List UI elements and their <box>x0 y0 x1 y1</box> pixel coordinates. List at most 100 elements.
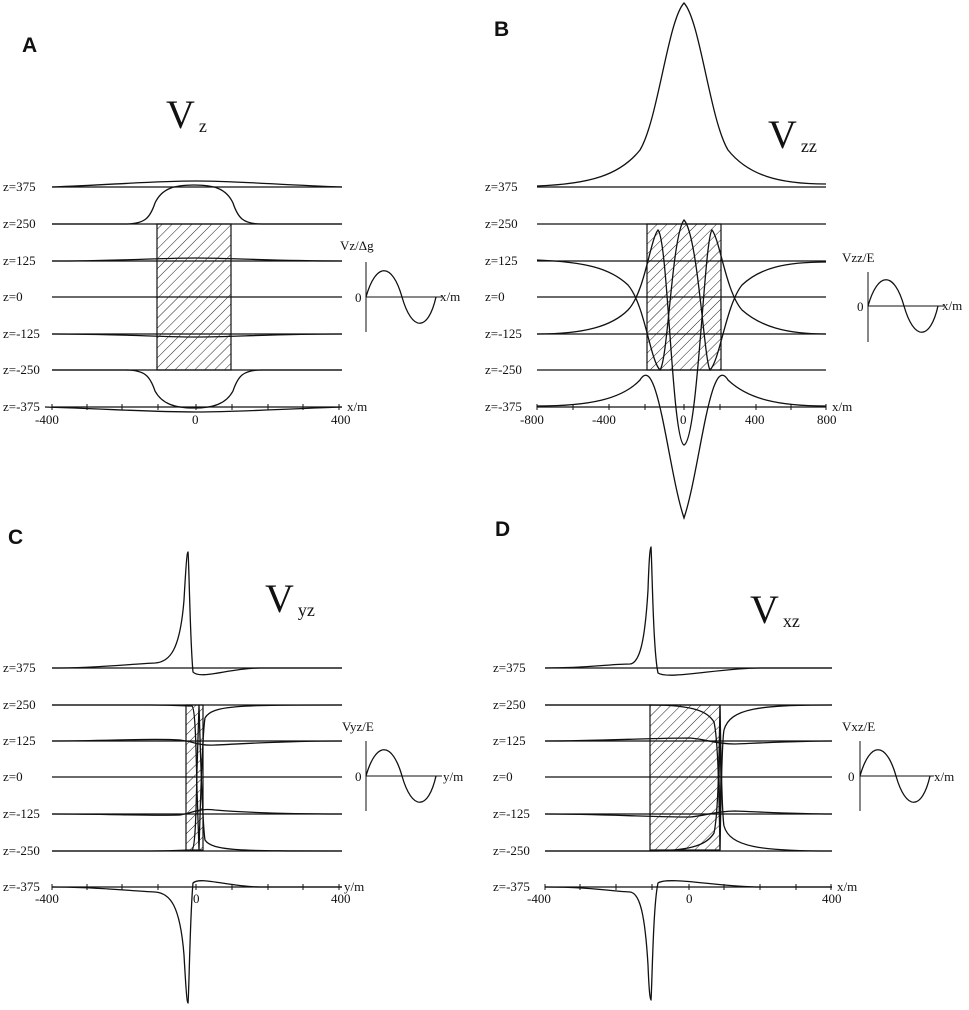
x-axis-b: -800 -400 0 400 800 x/m <box>520 399 852 427</box>
profile-z-125 <box>51 808 343 816</box>
x-axis-label: x/m <box>832 399 852 414</box>
x-axis-label: x/m <box>837 879 857 894</box>
x-tick-label: -400 <box>592 412 616 427</box>
x-tick-label: 400 <box>331 412 351 427</box>
inset-axis: x/m <box>942 298 962 313</box>
panel-title-a: V z <box>166 92 207 137</box>
panel-title-b: V zz <box>768 112 817 157</box>
inset-label: Vxz/E <box>842 719 875 734</box>
title-main-a: V <box>166 92 195 137</box>
level-label: z=-250 <box>493 843 530 858</box>
level-label: z=375 <box>3 179 36 194</box>
profiles-d <box>544 546 833 1001</box>
level-label: z=375 <box>3 660 36 675</box>
level-label: z=375 <box>493 660 526 675</box>
level-labels-a: z=375 z=250 z=125 z=0 z=-125 z=-250 z=-3… <box>3 179 40 414</box>
baselines-b <box>537 186 826 408</box>
title-sub-b: zz <box>801 136 817 156</box>
profile-z125 <box>51 257 343 262</box>
inset-zero: 0 <box>857 299 864 314</box>
level-label: z=-375 <box>493 879 530 894</box>
x-ticks-d <box>544 884 832 890</box>
x-tick-label: 0 <box>192 412 199 427</box>
x-tick-label: -400 <box>527 891 551 906</box>
profile-z125 <box>544 737 833 745</box>
panel-letter-c: C <box>8 526 23 549</box>
title-main-c: V <box>265 576 294 621</box>
x-ticks-b <box>536 404 827 410</box>
baselines-d <box>545 667 832 888</box>
profiles-b <box>536 2 827 521</box>
panel-a: A V z z=375 z=250 z=125 z=0 z=-125 z=-25… <box>3 34 460 427</box>
profile-z-125 <box>51 333 343 338</box>
level-labels-d: z=375 z=250 z=125 z=0 z=-125 z=-250 z=-3… <box>493 660 530 894</box>
x-tick-label: 0 <box>680 412 687 427</box>
profile-z375 <box>51 551 342 676</box>
panel-d: D V xz z=375 z=250 z=125 z=0 z=-125 z=-2… <box>493 518 954 1001</box>
x-tick-label: -800 <box>520 412 544 427</box>
inset-sine <box>867 279 939 333</box>
level-label: z=-375 <box>3 879 40 894</box>
level-label: z=-250 <box>3 362 40 377</box>
inset-c: Vyz/E 0 y/m <box>342 719 463 811</box>
level-label: z=-125 <box>3 326 40 341</box>
x-axis-label: y/m <box>344 879 364 894</box>
inset-label: Vz/Δg <box>340 238 374 253</box>
inset-axis: y/m <box>443 769 463 784</box>
inset-zero: 0 <box>355 769 362 784</box>
inset-axis: x/m <box>440 289 460 304</box>
x-axis-c: -400 0 400 y/m <box>35 879 364 906</box>
x-axis-label: x/m <box>347 399 367 414</box>
profiles-a <box>44 180 343 413</box>
profile-z-250 <box>545 704 833 852</box>
level-label: z=0 <box>3 769 23 784</box>
profile-z-250 <box>52 704 343 852</box>
level-label: z=125 <box>3 253 36 268</box>
level-label: z=-375 <box>485 399 522 414</box>
x-axis-a: -400 0 400 x/m <box>35 399 367 427</box>
profile-z125 <box>536 219 827 372</box>
profile-z250 <box>545 704 833 851</box>
title-sub-c: yz <box>298 600 315 620</box>
title-sub-d: xz <box>783 611 800 631</box>
level-label: z=-125 <box>493 806 530 821</box>
panel-letter-a: A <box>22 34 37 57</box>
profile-z-125 <box>544 810 833 818</box>
x-ticks-c <box>51 884 340 890</box>
inset-label: Vzz/E <box>842 250 875 265</box>
panel-b: B V zz z=375 z=250 z=125 z=0 z=-125 z=-2… <box>485 2 962 521</box>
inset-d: Vxz/E 0 x/m <box>842 719 954 811</box>
profile-z250 <box>52 704 343 851</box>
x-tick-label: 0 <box>193 891 200 906</box>
inset-axis: x/m <box>934 769 954 784</box>
level-label: z=-250 <box>3 843 40 858</box>
inset-label: Vyz/E <box>342 719 374 734</box>
level-label: z=250 <box>3 697 36 712</box>
title-main-d: V <box>750 587 779 632</box>
level-label: z=-125 <box>3 806 40 821</box>
level-label: z=0 <box>493 769 513 784</box>
panel-letter-d: D <box>495 518 510 541</box>
panel-letter-b: B <box>494 18 509 41</box>
level-labels-c: z=375 z=250 z=125 z=0 z=-125 z=-250 z=-3… <box>3 660 40 894</box>
level-label: z=250 <box>485 216 518 231</box>
x-tick-label: 0 <box>686 891 693 906</box>
baselines-a <box>52 186 342 408</box>
level-label: z=0 <box>485 289 505 304</box>
profile-z-375 <box>544 880 832 1001</box>
x-tick-label: 400 <box>331 891 351 906</box>
inset-sine <box>365 270 437 324</box>
profile-z375 <box>544 546 832 676</box>
title-sub-a: z <box>199 116 207 136</box>
inset-sine <box>859 749 931 803</box>
level-label: z=250 <box>493 697 526 712</box>
panel-title-d: V xz <box>750 587 800 632</box>
x-tick-label: 400 <box>822 891 842 906</box>
profile-z-375 <box>536 374 827 521</box>
x-tick-label: 400 <box>745 412 765 427</box>
panel-c: C V yz z=375 z=250 z=125 z=0 z=-125 z=-2… <box>3 526 463 1004</box>
level-labels-b: z=375 z=250 z=125 z=0 z=-125 z=-250 z=-3… <box>485 179 522 414</box>
profile-z-375 <box>44 406 343 413</box>
profiles-c <box>51 551 343 1004</box>
inset-sine <box>365 749 437 803</box>
